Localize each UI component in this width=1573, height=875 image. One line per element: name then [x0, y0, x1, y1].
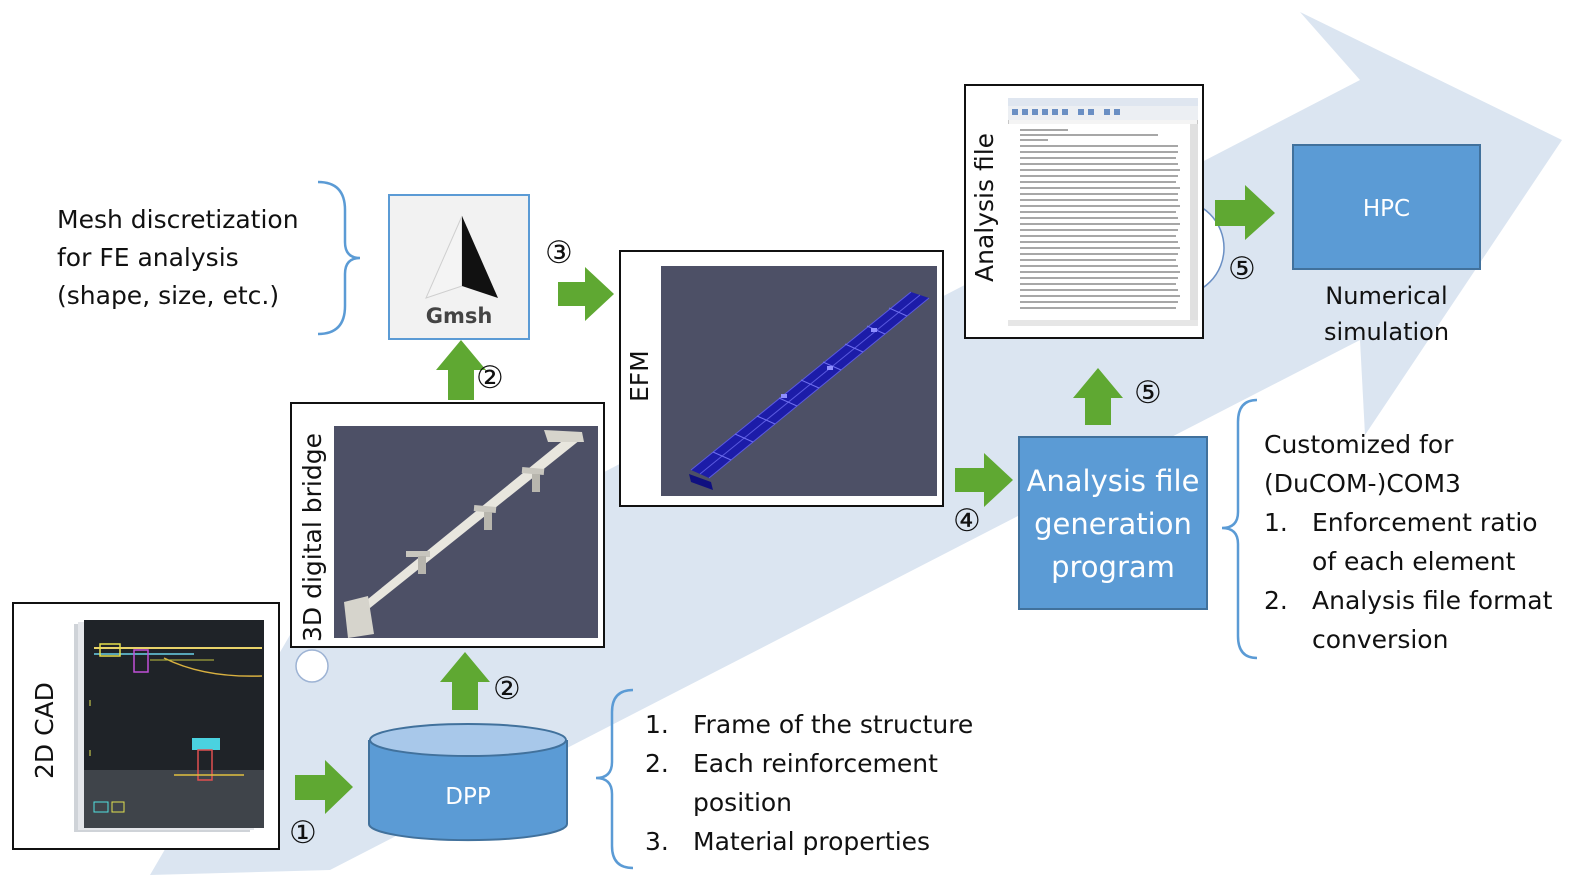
- customized-item-2: 2. Analysis file format: [1264, 581, 1569, 620]
- numerical-simulation-line-1: Numerical: [1325, 282, 1448, 310]
- brace-mesh: [317, 180, 361, 336]
- arrow-dpp-to-bridge: [440, 652, 490, 710]
- step-4-label: ④: [953, 503, 981, 539]
- customized-heading-line-1: Customized for: [1264, 430, 1454, 459]
- customized-heading-1: Customized for: [1264, 425, 1569, 464]
- dpp-item-3: 3. Material properties: [645, 822, 1005, 861]
- mesh-note: Mesh discretization for FE analysis (sha…: [57, 201, 299, 315]
- gmsh-box: Gmsh: [388, 194, 530, 340]
- brace-dpp: [595, 688, 634, 870]
- digital-bridge-label: 3D digital bridge: [298, 433, 327, 642]
- dpp-note: 1. Frame of the structure 2. Each reinforc…: [645, 705, 1005, 861]
- mesh-note-line-1: Mesh discretization: [57, 205, 299, 234]
- dpp-item-3-text-1: Material properties: [693, 827, 931, 856]
- dpp-label: DPP: [445, 784, 491, 810]
- generation-program-line-2: generation: [1034, 507, 1192, 541]
- mesh-note-line-2: for FE analysis: [57, 243, 239, 272]
- customized-item-2-text-1: Analysis file format: [1312, 586, 1553, 615]
- generation-program-box: Analysis file generation program: [1018, 436, 1208, 610]
- analysis-file-screenshot: [1008, 98, 1198, 326]
- step-3-label: ③: [545, 235, 573, 271]
- dpp-item-2-cont: position: [645, 783, 1005, 822]
- cad-screenshot: [74, 620, 264, 832]
- arrow-bridge-to-gmsh: [436, 340, 486, 400]
- mesh-note-line-3: (shape, size, etc.): [57, 281, 280, 310]
- hpc-box: HPC: [1292, 144, 1481, 270]
- gmsh-label: Gmsh: [425, 304, 493, 328]
- customized-heading-2: (DuCOM-)COM3: [1264, 464, 1569, 503]
- dpp-item-1-num: 1.: [645, 710, 669, 739]
- customized-heading-line-2: (DuCOM-)COM3: [1264, 469, 1461, 498]
- braces: [317, 180, 1258, 870]
- dpp-item-2-text-2: position: [693, 788, 793, 817]
- database-cylinder-icon: [368, 723, 568, 842]
- gmsh-logo-icon: [425, 215, 498, 299]
- arrow-program-to-file: [1073, 368, 1123, 425]
- generation-program-line-3: program: [1051, 550, 1175, 584]
- hpc-label: HPC: [1362, 196, 1411, 222]
- green-arrows: [295, 185, 1275, 814]
- customized-item-2-cont: conversion: [1264, 620, 1569, 659]
- connector-circle: [295, 649, 329, 683]
- customized-item-1-num: 1.: [1264, 508, 1288, 537]
- arrow-gmsh-to-efm: [558, 267, 614, 321]
- arrow-efm-to-program: [955, 453, 1013, 507]
- generation-program-line-1: Analysis file: [1026, 464, 1200, 498]
- efm-box: EFM: [619, 250, 944, 507]
- step-5-upper-label: ⑤: [1228, 251, 1256, 287]
- efm-mesh-render: [661, 266, 937, 496]
- brace-customized: [1221, 398, 1258, 660]
- dpp-item-2-text-1: Each reinforcement: [693, 749, 938, 778]
- numerical-simulation-label: Numerical simulation: [1292, 278, 1481, 350]
- arrow-cad-to-dpp: [295, 760, 353, 814]
- customized-item-1: 1. Enforcement ratio: [1264, 503, 1569, 542]
- digital-bridge-box: 3D digital bridge: [290, 402, 605, 648]
- analysis-file-box: Analysis file: [964, 84, 1204, 339]
- step-2-upper-label: ②: [476, 360, 504, 396]
- customized-item-2-num: 2.: [1264, 586, 1288, 615]
- customized-item-1-text-2: of each element: [1312, 547, 1516, 576]
- step-5-lower-label: ⑤: [1134, 375, 1162, 411]
- dpp-item-1: 1. Frame of the structure: [645, 705, 1005, 744]
- customized-item-2-text-2: conversion: [1312, 625, 1449, 654]
- step-2-lower-label: ②: [493, 671, 521, 707]
- analysis-file-label: Analysis file: [970, 132, 999, 282]
- customized-item-1-cont: of each element: [1264, 542, 1569, 581]
- dpp-item-3-num: 3.: [645, 827, 669, 856]
- arrow-file-to-hpc: [1215, 185, 1275, 240]
- dpp-item-1-text-1: Frame of the structure: [693, 710, 974, 739]
- efm-label: EFM: [625, 350, 654, 402]
- cad-label: 2D CAD: [30, 682, 59, 779]
- cad-box: 2D CAD: [12, 602, 280, 850]
- bridge-render: [334, 426, 598, 638]
- dpp-item-2-num: 2.: [645, 749, 669, 778]
- step-1-label: ①: [289, 815, 317, 851]
- numerical-simulation-line-2: simulation: [1323, 318, 1450, 346]
- customized-item-1-text-1: Enforcement ratio: [1312, 508, 1538, 537]
- dpp-item-2: 2. Each reinforcement: [645, 744, 1005, 783]
- customized-note: Customized for (DuCOM-)COM3 1. Enforcemen…: [1264, 425, 1569, 659]
